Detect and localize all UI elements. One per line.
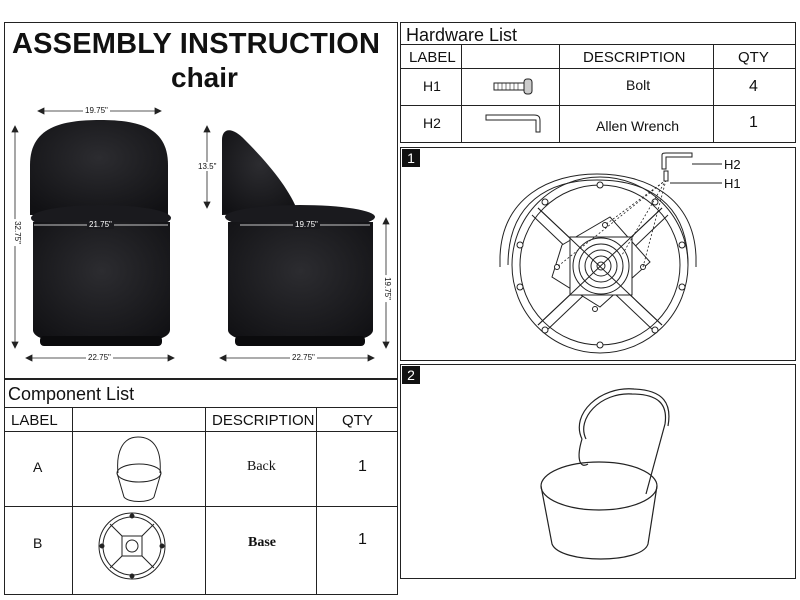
- hardware-header-description: DESCRIPTION: [583, 49, 686, 66]
- component-a-qty: 1: [358, 458, 367, 475]
- page-subtitle: chair: [171, 62, 238, 93]
- hardware-h1-label: H1: [423, 78, 441, 94]
- callout-h2: H2: [724, 157, 741, 172]
- hardware-h1-qty: 4: [749, 78, 758, 95]
- hardware-header-label: LABEL: [409, 49, 456, 66]
- component-b-qty: 1: [358, 531, 367, 548]
- front-height-label: 32.75": [12, 219, 22, 246]
- step-1-panel: [400, 147, 796, 361]
- component-b-description: Base: [248, 535, 276, 550]
- component-a-label: A: [33, 459, 43, 475]
- front-width-label: 19.75": [83, 106, 110, 115]
- hardware-h2-label: H2: [423, 115, 441, 131]
- step-2-assembled-chair: [540, 388, 670, 560]
- component-header-label: LABEL: [11, 412, 58, 429]
- hardware-list-table: [400, 22, 796, 143]
- hardware-header-qty: QTY: [738, 49, 769, 66]
- component-header-description: DESCRIPTION: [212, 412, 315, 429]
- dimensions-panel: [4, 22, 398, 379]
- hardware-list-title: Hardware List: [406, 25, 518, 45]
- hardware-h2-qty: 1: [749, 114, 758, 131]
- base-component-icon: [98, 512, 166, 580]
- page-title: ASSEMBLY INSTRUCTION: [12, 28, 381, 60]
- hardware-h2-description: Allen Wrench: [596, 118, 680, 134]
- step-2-panel: [400, 364, 796, 579]
- front-base-label: 22.75": [86, 353, 113, 362]
- allen-wrench-icon: [485, 114, 541, 133]
- step-2-number: 2: [402, 366, 420, 384]
- seat-width-label: 21.75": [87, 220, 114, 229]
- component-b-label: B: [33, 535, 43, 551]
- component-list-table: [4, 379, 398, 595]
- hardware-h1-description: Bolt: [626, 77, 651, 93]
- step-1-number: 1: [402, 149, 420, 167]
- callout-h1: H1: [724, 176, 741, 191]
- back-component-icon: [116, 436, 162, 502]
- side-back-height-label: 13.5": [196, 162, 219, 171]
- side-depth-label: 19.75": [293, 220, 320, 229]
- side-base-label: 22.75": [290, 353, 317, 362]
- component-a-description: Back: [247, 459, 276, 474]
- step-1-base-diagram: [499, 152, 722, 354]
- bolt-icon: [493, 78, 533, 95]
- component-list-title: Component List: [8, 384, 135, 404]
- side-seat-height-label: 19.75": [382, 275, 392, 302]
- component-header-qty: QTY: [342, 412, 373, 429]
